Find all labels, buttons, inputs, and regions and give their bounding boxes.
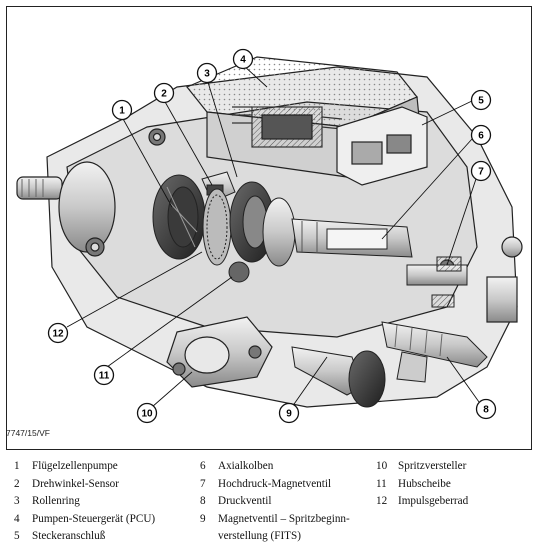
callout-label-10: 10 [141,409,153,420]
callout-circle-5 [470,89,492,111]
leader-lines [66,64,480,408]
callout-label-5: 5 [478,96,484,107]
callout-circle-9 [278,402,300,424]
roller-ring [202,181,275,266]
delivery-valve [381,321,488,368]
callout-circle-12 [47,322,69,344]
callout-label-4: 4 [240,55,246,66]
cam-plate [228,197,296,283]
callout-label-12: 12 [52,329,64,340]
callout-circle-2 [153,82,175,104]
callout-label-1: 1 [119,106,125,117]
callout-circle-11 [93,364,115,386]
callout-label-7: 7 [478,167,484,178]
callout-label-8: 8 [483,405,489,416]
figure-reference: 7747/15/VF [6,428,50,438]
callout-circle-6 [470,124,492,146]
callout-circle-3 [196,62,218,84]
callout-label-11: 11 [99,371,110,382]
callout-circle-4 [232,48,254,70]
callout-label-3: 3 [204,69,210,80]
fits-solenoid-valve [291,346,428,408]
callout-circle-1 [111,99,133,121]
callout-circle-7 [470,160,492,182]
callout-circle-10 [136,402,158,424]
axial-piston [291,218,413,258]
legend-item-continuation: verstellung (FITS) [218,530,301,543]
timing-device [166,316,273,388]
callout-label-9: 9 [286,409,292,420]
high-pressure-solenoid-valve [406,256,468,308]
callout-circle-8 [475,398,497,420]
plug-connector [336,106,428,186]
callout-label-2: 2 [161,89,167,100]
callout-label-6: 6 [478,131,484,142]
